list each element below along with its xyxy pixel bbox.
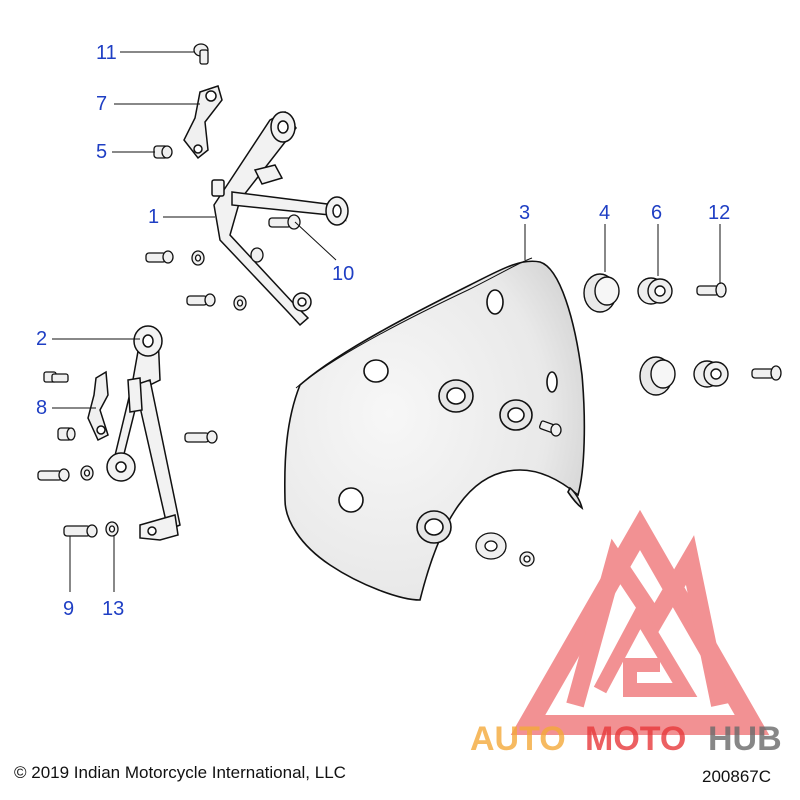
callout-13: 13	[102, 598, 125, 620]
callout-3: 3	[519, 202, 531, 224]
leader-10	[294, 221, 337, 261]
part-7-clip	[183, 85, 223, 160]
watermark-word-moto: MOTO	[585, 720, 686, 758]
leader-lines	[52, 51, 721, 592]
part-6-bushing	[637, 277, 729, 388]
watermark-word-auto: AUTO	[470, 720, 566, 758]
hardware-group-upper	[145, 247, 264, 311]
part-4-grommet	[583, 273, 676, 396]
part-1-bracket	[211, 111, 349, 327]
callout-1: 1	[148, 206, 160, 228]
hardware-group-lower	[37, 371, 218, 538]
part-shield-plate	[284, 257, 586, 601]
callout-12: 12	[708, 202, 731, 224]
callout-2: 2	[36, 328, 48, 350]
callout-4: 4	[599, 202, 611, 224]
diagram-code: 200867C	[702, 767, 772, 786]
callout-8: 8	[36, 397, 48, 419]
part-screw-plate	[539, 420, 562, 437]
callout-9: 9	[63, 598, 75, 620]
callout-5: 5	[96, 141, 108, 163]
watermark-wordmark: AUTO MOTO HUB	[470, 720, 782, 758]
part-10-bolt	[268, 214, 301, 230]
callout-6: 6	[651, 202, 663, 224]
part-grommet-lower	[475, 532, 535, 567]
callout-10: 10	[332, 263, 355, 285]
callout-7: 7	[96, 93, 108, 115]
part-2-bracket	[106, 325, 181, 541]
part-8-clip	[87, 370, 109, 442]
part-5-spacer	[153, 145, 173, 159]
part-12-screw	[696, 282, 782, 381]
automotohub-logo	[510, 509, 770, 735]
callout-11: 11	[96, 42, 117, 64]
copyright-notice: © 2019 Indian Motorcycle International, …	[14, 763, 346, 782]
part-11-screw	[193, 43, 209, 65]
watermark-word-hub: HUB	[708, 720, 782, 758]
